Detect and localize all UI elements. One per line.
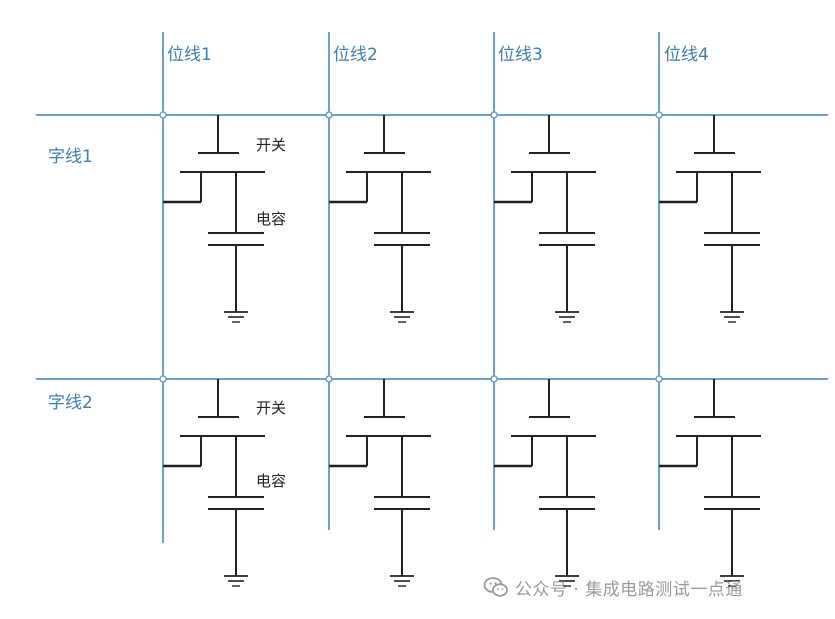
- word-line-2-label: 字线2: [48, 393, 93, 413]
- capacitor-label-row-2: 电容: [256, 472, 286, 490]
- watermark: 公众号 · 集成电路测试一点通: [483, 572, 743, 602]
- bit-line-2-label: 位线2: [333, 45, 378, 65]
- junction-2-1: [325, 111, 333, 119]
- memory-cell-r2-c1: [163, 379, 265, 587]
- memory-cell-r2-c3: [494, 379, 596, 587]
- capacitor-label-row-1: 电容: [256, 210, 286, 228]
- memory-cell-r1-c4: [659, 115, 761, 323]
- junction-3-2: [490, 375, 498, 383]
- ground-symbol: [390, 311, 414, 323]
- memory-cell-r1-c3: [494, 115, 596, 323]
- junction-2-2: [325, 375, 333, 383]
- junction-4-2: [655, 375, 663, 383]
- switch-label-row-1: 开关: [256, 136, 286, 154]
- ground-symbol: [555, 311, 579, 323]
- wechat-icon: [483, 577, 508, 597]
- ground-symbol: [224, 311, 248, 323]
- ground-symbol: [720, 575, 744, 587]
- junction-1-2: [159, 375, 167, 383]
- bit-line-1-label: 位线1: [167, 45, 212, 65]
- memory-cell-r1-c2: [329, 115, 431, 323]
- junction-3-1: [490, 111, 498, 119]
- junction-1-1: [159, 111, 167, 119]
- bit-line-4-label: 位线4: [664, 45, 709, 65]
- memory-cell-r1-c1: [163, 115, 265, 323]
- word-line-1-label: 字线1: [48, 147, 93, 167]
- ground-symbol: [390, 575, 414, 587]
- junction-4-1: [655, 111, 663, 119]
- watermark-text: 公众号 · 集成电路测试一点通: [515, 579, 743, 600]
- memory-cell-r2-c2: [329, 379, 431, 587]
- ground-symbol: [555, 575, 579, 587]
- ground-symbol: [720, 311, 744, 323]
- ground-symbol: [224, 575, 248, 587]
- switch-label-row-2: 开关: [256, 399, 286, 417]
- memory-cell-r2-c4: [659, 379, 761, 587]
- grid-lines: [36, 32, 828, 543]
- memory-cells: [163, 115, 761, 587]
- bit-line-3-label: 位线3: [498, 45, 543, 65]
